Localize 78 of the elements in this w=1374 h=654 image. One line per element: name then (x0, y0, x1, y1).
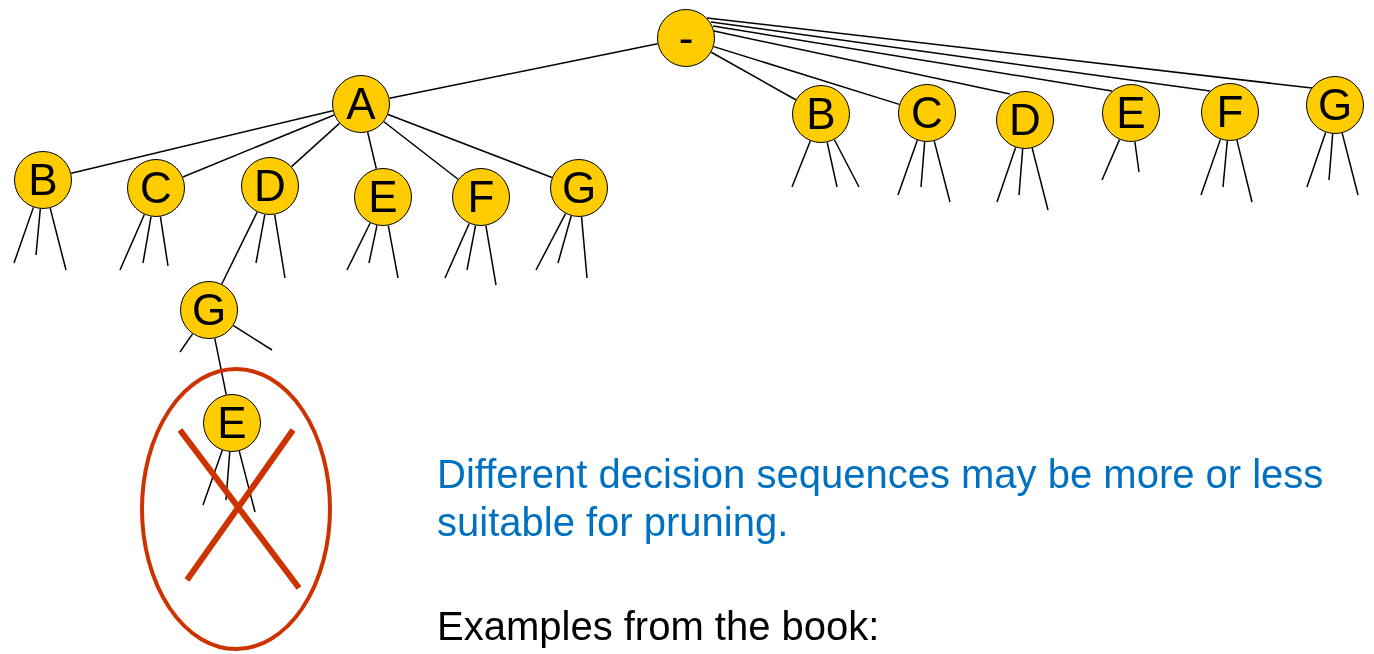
branch-stub-line (368, 224, 378, 264)
tree-edge (70, 110, 334, 174)
tree-edge (713, 30, 1011, 95)
branch-stub-line (535, 212, 567, 271)
tree-node-circle (127, 159, 185, 217)
node-label: D (1009, 98, 1041, 142)
branch-stub-line (202, 449, 224, 506)
node-label: B (28, 158, 58, 202)
node-label: - (678, 16, 694, 60)
tree-edge (182, 114, 335, 178)
branch-stub-line (387, 224, 399, 279)
branch-stub-line (1306, 131, 1327, 188)
branch-stub-line (996, 146, 1017, 203)
branch-stub-line (1031, 147, 1049, 211)
node-label: G (191, 288, 227, 332)
branch-stub-line (238, 450, 256, 513)
tree-node-circle (1201, 83, 1259, 141)
node-label: E (368, 175, 398, 219)
tree-edge (388, 43, 659, 99)
branch-stub-line (1200, 138, 1222, 196)
branch-stub-line (920, 141, 926, 188)
branch-stub-line (142, 215, 152, 264)
branch-stub-line (833, 138, 860, 188)
branch-stub-line (485, 224, 497, 286)
tree-edge (290, 122, 341, 168)
tree-node-circle (332, 75, 390, 133)
tree-edge (214, 337, 227, 396)
branch-stub-line (557, 215, 572, 264)
tree-node-circle (241, 157, 299, 215)
tree-edge (221, 211, 258, 285)
node-label: C (911, 91, 943, 135)
branch-stub-line (255, 213, 266, 264)
node-label: F (467, 175, 495, 219)
branch-stub-line (346, 222, 371, 271)
tree-edge (383, 121, 459, 180)
tree-edge (710, 21, 1211, 92)
branch-stub-line (1134, 141, 1140, 173)
branch-stub-line (1236, 139, 1253, 203)
branch-stub-line (1018, 148, 1024, 196)
node-label: F (1216, 90, 1244, 134)
tree-edge (706, 17, 1313, 89)
branch-stub-line (49, 207, 67, 271)
branch-stub-line (232, 324, 273, 351)
branch-stub-line (1222, 140, 1229, 188)
branch-stub-line (1328, 133, 1334, 181)
branch-stub-line (791, 140, 812, 188)
tree-edge (712, 25, 1113, 92)
node-label: C (140, 166, 172, 210)
tree-edge (712, 45, 901, 106)
tree-node-circle (180, 281, 238, 339)
branch-stub-line (35, 208, 42, 256)
branch-stub-line (897, 139, 919, 196)
branch-stub-line (1101, 138, 1121, 181)
node-label: G (1317, 83, 1353, 127)
branch-stub-line (933, 140, 951, 203)
branch-stub-line (159, 215, 169, 267)
branch-stub-line (1341, 132, 1359, 196)
note-text: Different decision sequences may be more or less suitable for pruning. (437, 451, 1325, 546)
branch-stub-line (13, 206, 35, 264)
node-label: B (806, 92, 836, 136)
branch-stub-line (444, 222, 470, 279)
branch-stub-line (466, 224, 477, 271)
node-label: A (346, 82, 376, 126)
branch-stub-line (273, 213, 286, 279)
tree-node-circle (1102, 84, 1160, 142)
tree-edge (366, 131, 378, 170)
tree-edge (710, 51, 797, 101)
branch-stub-line (119, 213, 146, 271)
branch-stub-line (580, 216, 588, 279)
branch-stub-line (179, 333, 194, 353)
node-label: G (561, 166, 597, 210)
node-label: E (217, 401, 247, 445)
node-label: E (1116, 91, 1146, 135)
tree-edge (387, 113, 553, 179)
tree-node-circle (792, 85, 850, 143)
branch-stub-line (826, 141, 838, 188)
note-heading: Examples from the book: (437, 603, 881, 650)
node-label: D (254, 164, 286, 208)
